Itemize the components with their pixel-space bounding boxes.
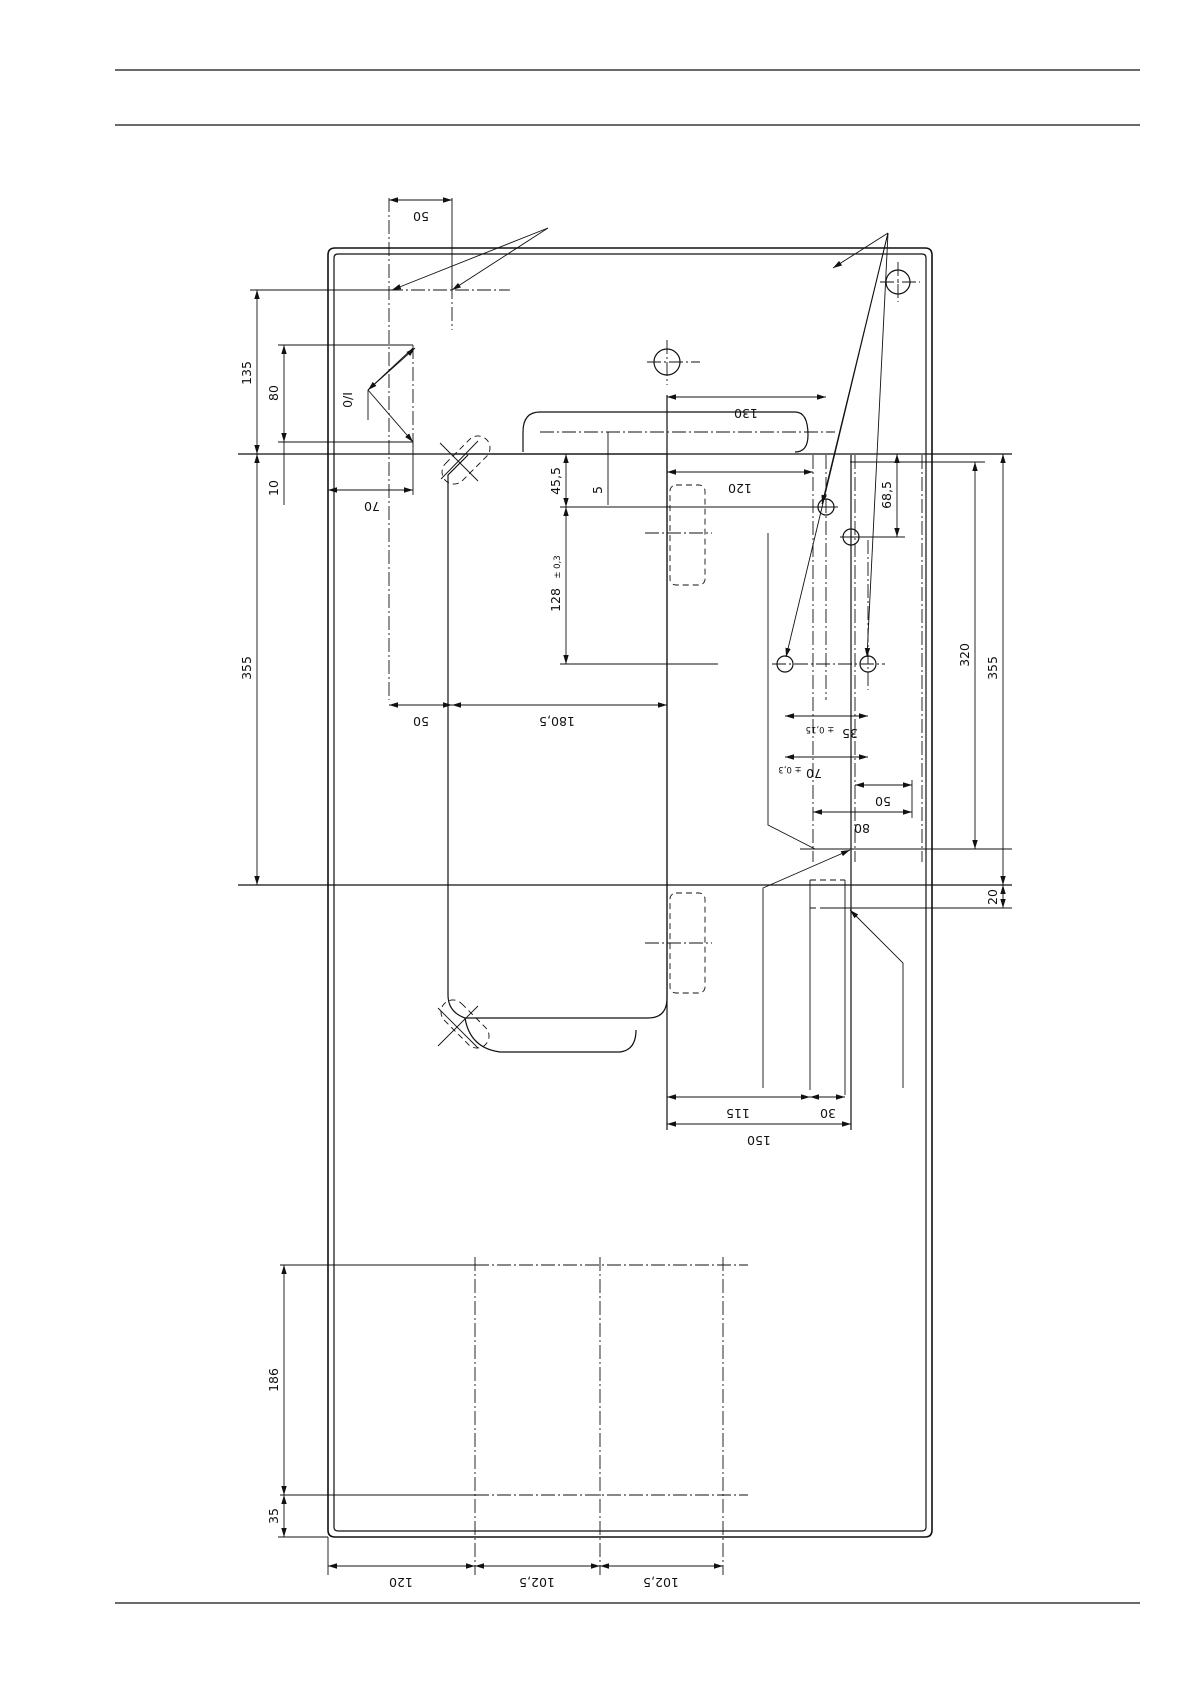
dim-120-top: 120 (728, 481, 752, 496)
corner-oval-bottom (436, 995, 494, 1053)
dim-50-right: 50 (875, 794, 891, 809)
dim-50-mid: 50 (413, 714, 429, 729)
dim-80-left: 80 (266, 385, 281, 401)
main-cutout (448, 454, 667, 1018)
dim-30: 30 (820, 1106, 836, 1121)
hole-top-center (647, 340, 700, 385)
dim-102-5-b: 102,5 (643, 1575, 679, 1590)
dim-120-bottom: 120 (389, 1575, 413, 1590)
dim-128: 128 (548, 588, 563, 612)
plate-outline (328, 248, 932, 1537)
bottom-reference-grid (280, 1257, 748, 1575)
dim-45-5: 45,5 (548, 467, 563, 495)
dim-70-left: 70 (364, 499, 380, 514)
dim-128-tolerance: ± 0,3 (553, 555, 563, 578)
dim-320: 320 (957, 643, 972, 667)
dimension-lines (250, 198, 1003, 1575)
dim-70-tolerance: ± 0,3 (778, 764, 801, 774)
dim-355-left: 355 (239, 656, 254, 680)
dim-102-5-a: 102,5 (519, 1575, 555, 1590)
dim-20: 20 (985, 889, 1000, 905)
dimension-labels: 50 135 80 0/I 10 70 355 50 180,5 45,5 5 … (239, 209, 1000, 1590)
dim-130: 130 (734, 406, 758, 421)
dim-150: 150 (747, 1133, 771, 1148)
dim-68-5: 68,5 (879, 481, 894, 509)
corner-oval-top (437, 431, 495, 489)
dim-10: 10 (266, 480, 281, 496)
power-symbol-marker (368, 348, 415, 442)
dim-115: 115 (726, 1106, 750, 1121)
dim-180-5: 180,5 (539, 714, 575, 729)
dim-355-right: 355 (985, 656, 1000, 680)
dim-80-right: 80 (854, 821, 870, 836)
dim-5: 5 (590, 486, 605, 494)
dim-35-bottom: 35 (266, 1508, 281, 1524)
dim-50-top: 50 (413, 209, 429, 224)
dim-70-right: 70 (806, 766, 822, 781)
dim-35: 35 (842, 726, 858, 741)
dim-35-tolerance: ± 0,15 (806, 724, 835, 734)
dim-135: 135 (239, 361, 254, 385)
symbol-label: 0/I (340, 392, 355, 408)
dim-186: 186 (266, 1368, 281, 1392)
